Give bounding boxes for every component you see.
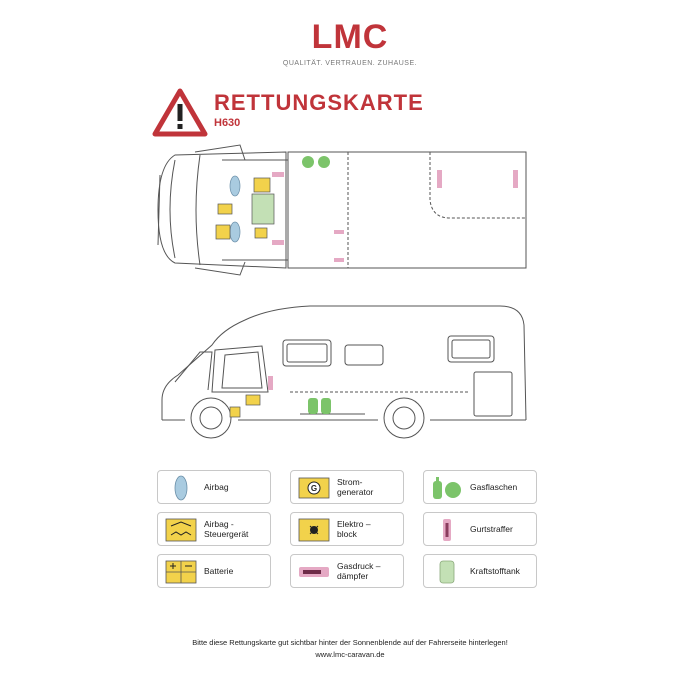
damper-top-1	[272, 172, 284, 177]
vehicle-drawings	[157, 144, 527, 439]
gas-bottle-icon	[433, 477, 461, 499]
fuel-tank-top	[251, 193, 275, 225]
battery-top-1	[253, 177, 271, 193]
legend-item-gas-damper: Gasdruck – dämpfer	[290, 554, 404, 588]
battery-top-2	[215, 224, 231, 240]
generator-icon: G	[298, 477, 330, 499]
legend-label: Gasdruck – dämpfer	[337, 561, 381, 581]
gas-bottle-top-1	[302, 156, 314, 168]
airbag-top-1	[229, 175, 241, 197]
airbag-top-2	[229, 221, 241, 243]
svg-text:G: G	[311, 484, 317, 493]
legend-item-gas-bottles: Gasflaschen	[423, 470, 537, 504]
airbag-control-unit-icon	[165, 518, 197, 542]
legend-label: Gasflaschen	[470, 482, 518, 492]
footer-url: www.lmc-caravan.de	[315, 650, 385, 659]
gas-bottle-side-2	[321, 398, 331, 414]
side-view-components	[229, 376, 331, 418]
damper-top-3	[334, 230, 344, 234]
brand-logo: LMC	[311, 18, 389, 56]
legend-label: Airbag - Steuergerät	[204, 519, 249, 539]
legend-label: Batterie	[204, 566, 234, 576]
legend-label: Gurtstraffer	[470, 524, 513, 534]
top-view-components	[215, 156, 518, 262]
model-code: H630	[214, 117, 241, 129]
belt-tensioner-top-1	[437, 170, 442, 188]
airbag-control-top	[217, 203, 233, 215]
legend-label: Elektro – block	[337, 519, 371, 539]
airbag-icon	[174, 475, 188, 501]
gas-damper-icon	[299, 567, 329, 577]
electro-block-top	[254, 227, 268, 239]
legend-item-generator: G Strom- generator	[290, 470, 404, 504]
gas-bottle-side-1	[308, 398, 318, 414]
legend-item-airbag-control-unit: Airbag - Steuergerät	[157, 512, 271, 546]
legend-item-battery: Batterie	[157, 554, 271, 588]
legend-item-airbag: Airbag	[157, 470, 271, 504]
belt-tensioner-top-2	[513, 170, 518, 188]
legend-label: Strom- generator	[337, 477, 374, 497]
legend-label: Kraftstofftank	[470, 566, 520, 576]
gas-bottle-top-2	[318, 156, 330, 168]
side-view	[161, 305, 527, 439]
brand-tagline: QUALITÄT. VERTRAUEN. ZUHAUSE.	[282, 60, 418, 67]
battery-side	[245, 394, 261, 406]
damper-top-2	[272, 240, 284, 245]
card-title: RETTUNGSKARTE	[214, 90, 424, 115]
damper-top-4	[334, 258, 344, 262]
legend-label: Airbag	[204, 482, 229, 492]
legend-item-fuel-tank: Kraftstofftank	[423, 554, 537, 588]
legend-item-electro-block: Elektro – block	[290, 512, 404, 546]
top-view	[157, 144, 527, 276]
airbag-control-side	[229, 406, 241, 418]
warning-triangle-icon	[152, 88, 208, 137]
fuel-tank-icon	[439, 560, 455, 584]
belt-tensioner-side	[268, 376, 273, 390]
battery-icon	[165, 560, 197, 584]
footer-note: Bitte diese Rettungskarte gut sichtbar h…	[192, 638, 508, 647]
belt-tensioner-icon	[443, 519, 451, 541]
legend-item-belt-tensioner: Gurtstraffer	[423, 512, 537, 546]
electro-block-icon	[298, 518, 330, 542]
